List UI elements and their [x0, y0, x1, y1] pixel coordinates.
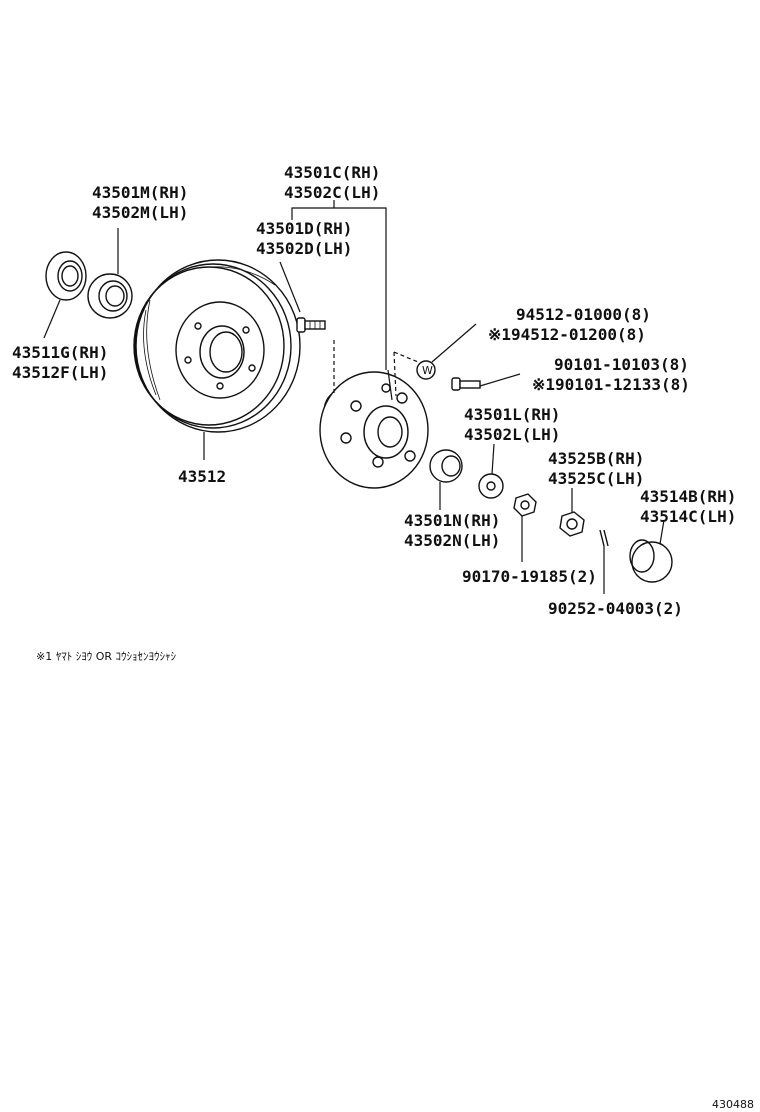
label-43525c: 43525C(LH): [548, 469, 644, 488]
label-43511g: 43511G(RH): [12, 343, 108, 362]
footnote: ※1 ﾔﾏﾄ ｼﾖｳ OR ｺｳｼｮｾﾝﾖｳｼｬｼ: [36, 650, 177, 663]
label-43512: 43512: [178, 467, 226, 486]
label-43502c: 43502C(LH): [284, 183, 380, 202]
claw-washer-part: [478, 473, 504, 499]
inner-bearing-part: [429, 449, 463, 483]
brake-disc-part: [133, 259, 301, 433]
label-94512-a: 94512-01000(8): [516, 305, 651, 324]
label-43514b: 43514B(RH): [640, 487, 736, 506]
label-90101-a: 90101-10103(8): [554, 355, 689, 374]
washer-part: W: [416, 360, 436, 380]
label-43501c: 43501C(RH): [284, 163, 380, 182]
label-43502m: 43502M(LH): [92, 203, 188, 222]
oil-seal-part: [45, 251, 87, 301]
label-43501d: 43501D(RH): [256, 219, 352, 238]
leader-lines: [43, 200, 665, 594]
label-43514c: 43514C(LH): [640, 507, 736, 526]
label-43501n: 43501N(RH): [404, 511, 500, 530]
label-94512-b: ※194512-01200(8): [488, 325, 646, 344]
label-43502l: 43502L(LH): [464, 425, 560, 444]
nut-lock-cap-part: [559, 511, 585, 537]
part-labels: 43501M(RH) 43502M(LH) 43501C(RH) 43502C(…: [12, 163, 736, 618]
washer-mark: W: [422, 364, 433, 377]
label-90252: 90252-04003(2): [548, 599, 683, 618]
screw-part: [451, 377, 481, 391]
grease-cap-part: [629, 539, 673, 583]
label-43502d: 43502D(LH): [256, 239, 352, 258]
label-43501l: 43501L(RH): [464, 405, 560, 424]
outer-bearing-part: [87, 273, 133, 319]
label-43502n: 43502N(LH): [404, 531, 500, 550]
hub-bolt-part: [296, 317, 326, 333]
hub-nut-part: [513, 493, 537, 517]
figure-ref: 430488: [712, 1098, 754, 1111]
label-90101-b: ※190101-12133(8): [532, 375, 690, 394]
label-43512f: 43512F(LH): [12, 363, 108, 382]
label-43501m: 43501M(RH): [92, 183, 188, 202]
cotter-pin-part: [599, 529, 609, 547]
label-43525b: 43525B(RH): [548, 449, 644, 468]
label-90170: 90170-19185(2): [462, 567, 597, 586]
axle-hub-part: [319, 371, 429, 489]
